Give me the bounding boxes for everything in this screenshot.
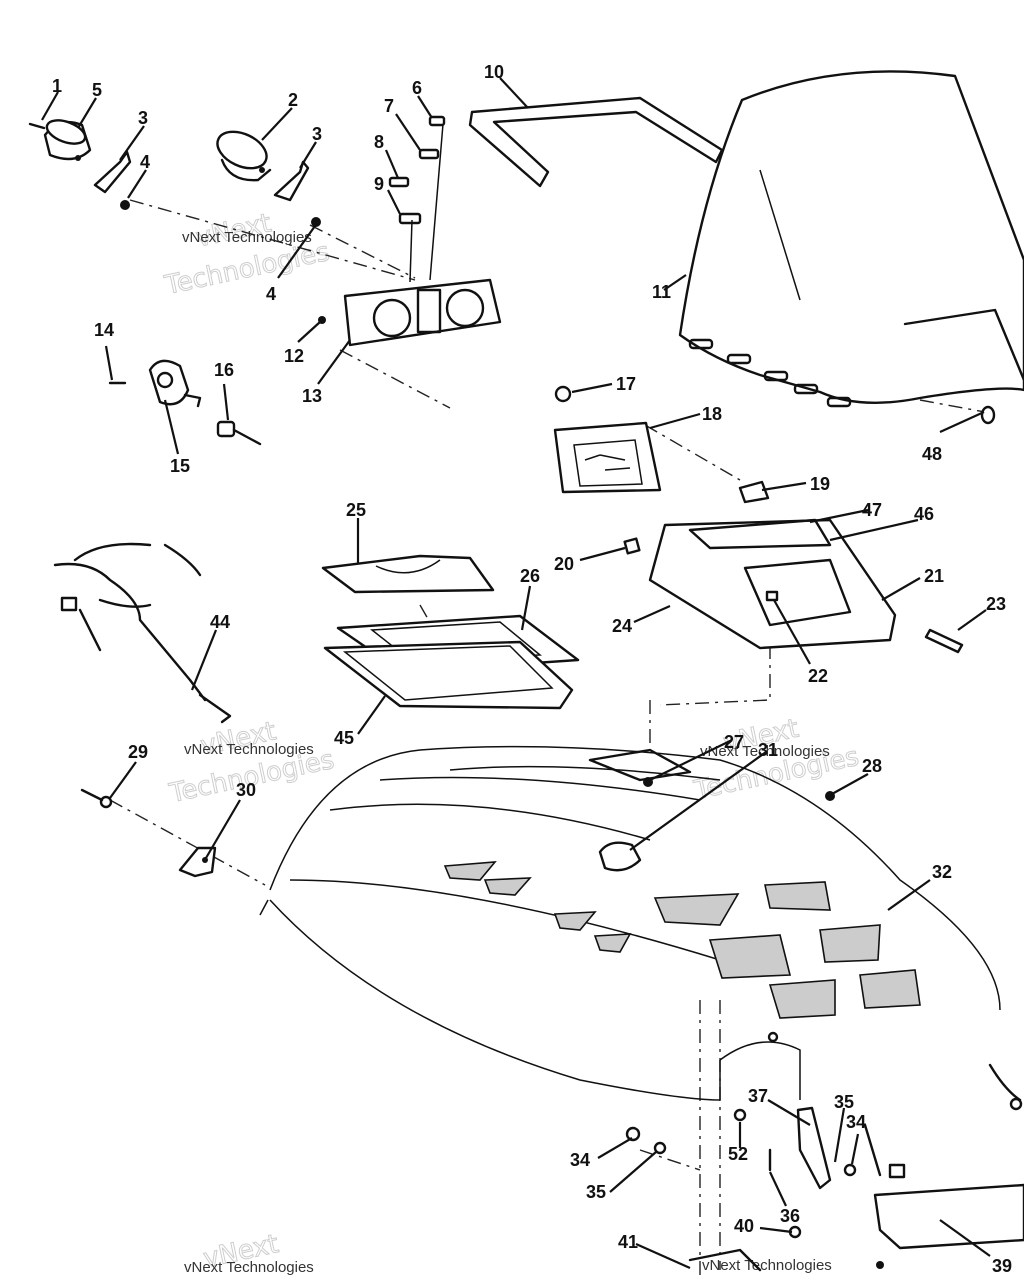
headlight-housing [623, 518, 964, 654]
callout-4b: 4 [266, 284, 276, 304]
callout-14: 14 [94, 320, 114, 340]
callout-41: 41 [618, 1232, 638, 1252]
callout-32: 32 [932, 862, 952, 882]
callout-20: 20 [554, 554, 574, 574]
callout-23: 23 [986, 594, 1006, 614]
watermark-line-1: vNext Technologies [182, 229, 312, 246]
ignition-switch [108, 359, 262, 446]
callout-9: 9 [374, 174, 384, 194]
callout-39: 39 [992, 1256, 1012, 1276]
callout-31: 31 [758, 740, 778, 760]
grommet-48 [980, 405, 996, 425]
callout-16: 16 [214, 360, 234, 380]
wiring-harness [53, 542, 232, 724]
callout-8: 8 [374, 132, 384, 152]
callout-25: 25 [346, 500, 366, 520]
callout-47: 47 [862, 500, 882, 520]
callout-44: 44 [210, 612, 230, 632]
callout-26: 26 [520, 566, 540, 586]
callout-35a: 35 [586, 1182, 606, 1202]
headlight-assembly [553, 385, 770, 504]
windshield-trim-10 [468, 96, 724, 188]
callout-46: 46 [914, 504, 934, 524]
callout-labels: 1 2 3 3 4 4 5 6 7 8 9 10 11 12 13 14 15 … [52, 62, 1012, 1276]
callout-22: 22 [808, 666, 828, 686]
callout-3a: 3 [138, 108, 148, 128]
callout-35b: 35 [834, 1092, 854, 1112]
callout-37: 37 [748, 1086, 768, 1106]
bracket-30 [178, 846, 217, 878]
callout-5: 5 [92, 80, 102, 100]
indicator-lamps [388, 115, 446, 283]
callout-2: 2 [288, 90, 298, 110]
callout-15: 15 [170, 456, 190, 476]
callout-24: 24 [612, 616, 632, 636]
hood-vents [443, 861, 921, 1019]
callout-52: 52 [728, 1144, 748, 1164]
callout-34b: 34 [846, 1112, 866, 1132]
watermark-line-3: vNext Technologies [184, 741, 314, 758]
callout-48: 48 [922, 444, 942, 464]
callout-30: 30 [236, 780, 256, 800]
svg-text:Technologies: Technologies [162, 237, 333, 301]
watermark-line-6: vNext Technologies [702, 1257, 832, 1274]
callout-12: 12 [284, 346, 304, 366]
callout-27: 27 [724, 732, 744, 752]
callout-1: 1 [52, 76, 62, 96]
callout-13: 13 [302, 386, 322, 406]
gasket-45 [323, 640, 574, 710]
callout-leaders [41, 77, 991, 1270]
callout-10: 10 [484, 62, 504, 82]
callout-29: 29 [128, 742, 148, 762]
lower-frame [625, 1031, 1024, 1272]
callout-18: 18 [702, 404, 722, 424]
callout-36: 36 [780, 1206, 800, 1226]
mounting-bracket-a [93, 150, 132, 210]
callout-7: 7 [384, 96, 394, 116]
callout-40: 40 [734, 1216, 754, 1236]
callout-17: 17 [616, 374, 636, 394]
callout-28: 28 [862, 756, 882, 776]
callout-3b: 3 [312, 124, 322, 144]
callout-6: 6 [412, 78, 422, 98]
callout-45: 45 [334, 728, 354, 748]
callout-4a: 4 [140, 152, 150, 172]
instrument-panel [318, 278, 502, 347]
windshield-11 [678, 70, 1024, 408]
clip-29 [80, 788, 113, 809]
pad-25 [321, 554, 495, 594]
callout-11: 11 [652, 282, 671, 302]
speedometer-gauge [28, 119, 92, 161]
tachometer-gauge [216, 130, 272, 182]
watermark-line-5: vNext Technologies [184, 1259, 314, 1276]
callout-21: 21 [924, 566, 944, 586]
mounting-bracket-b [273, 160, 321, 227]
hood-32 [259, 745, 1001, 1101]
callout-34a: 34 [570, 1150, 590, 1170]
callout-19: 19 [810, 474, 830, 494]
